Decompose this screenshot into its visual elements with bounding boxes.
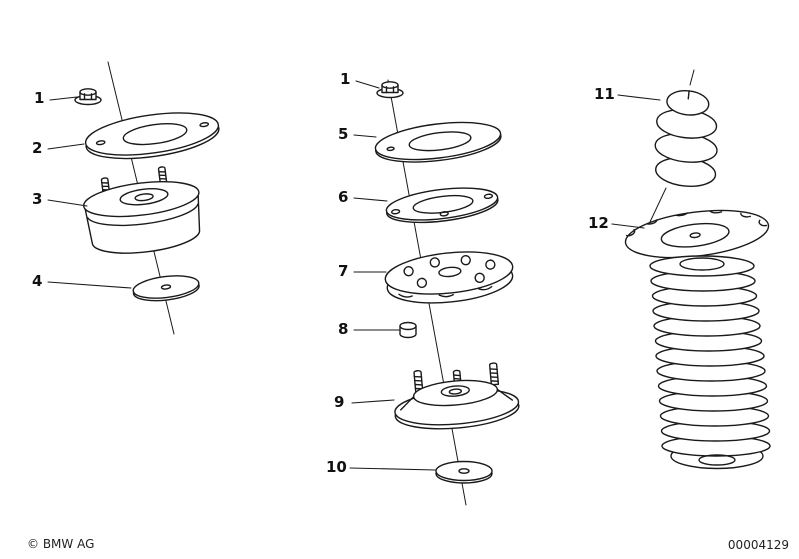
copyright-text: © BMW AG — [27, 537, 95, 551]
callout-label-1-4: 1 — [340, 70, 351, 88]
part-2-washer-plate — [84, 112, 220, 160]
drawing-number: 00004129 — [727, 538, 789, 552]
part-6-gasket-ring — [385, 187, 499, 224]
callout-label-5-5: 5 — [338, 125, 349, 143]
part-10-washer — [435, 460, 493, 484]
callout-label-10-10: 10 — [326, 458, 347, 476]
callout-label-8-8: 8 — [338, 320, 349, 338]
part-9-strut-mount — [394, 362, 520, 430]
callout-label-3-2: 3 — [32, 190, 43, 208]
callout-label-6-6: 6 — [338, 188, 349, 206]
part-1-hex-nut-left — [74, 88, 102, 106]
callout-label-11-11: 11 — [594, 85, 615, 103]
callout-label-2-1: 2 — [32, 139, 43, 157]
callout-label-9-9: 9 — [334, 393, 345, 411]
part-4-washer — [132, 275, 200, 302]
part-8-spacer — [399, 321, 417, 339]
callout-label-12-12: 12 — [588, 214, 609, 232]
callout-label-4-3: 4 — [32, 272, 43, 290]
part-12-spring-plate — [624, 209, 770, 259]
part-7-rubber-mount — [384, 251, 514, 304]
part-1-hex-nut-middle — [376, 81, 404, 99]
part-11-bump-stop — [654, 89, 718, 187]
callout-label-7-7: 7 — [338, 262, 349, 280]
callout-label-1-0: 1 — [34, 89, 45, 107]
part-3-support-bearing — [82, 165, 201, 254]
part-12-dust-boot — [649, 255, 771, 470]
part-5-washer — [374, 121, 502, 163]
leader-lines — [47, 80, 661, 471]
